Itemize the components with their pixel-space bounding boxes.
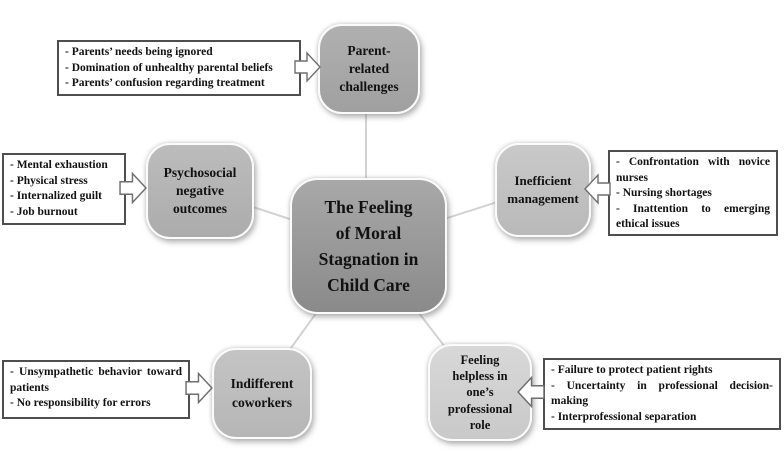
block-arrow-left-icon: [584, 173, 611, 205]
node-inefficient-management: Inefficient management: [495, 143, 591, 237]
bullet-item: - Job burnout: [10, 205, 78, 218]
node-label: Feeling helpless in one’s professional r…: [447, 352, 513, 432]
callout-feeling-helpless: - Failure to protect patient rights - Un…: [543, 358, 781, 430]
bullet-item: - Nursing shortages: [616, 187, 712, 199]
block-arrow-right-icon: [185, 371, 213, 405]
callout-parent-related-challenges: - Parents’ needs being ignored - Dominat…: [57, 40, 301, 96]
node-central-moral-stagnation: The Feeling of Moral Stagnation in Child…: [290, 178, 447, 314]
bullet-item: - Parents’ confusion regarding treatment: [65, 77, 265, 89]
bullet-item: - Interprofessional separation: [551, 410, 697, 423]
bullet-item: - Confrontation with novice nurses: [616, 156, 770, 184]
bullet-item: - Unsympathetic behavior toward patients: [10, 366, 182, 394]
bullet-item: - Internalized guilt: [10, 190, 102, 202]
callout-inefficient-management: - Confrontation with novice nurses - Nur…: [608, 150, 778, 236]
block-arrow-left-icon: [517, 375, 545, 409]
bullet-item: - Mental exhaustion: [10, 159, 108, 171]
bullet-item: - Inattention to emerging ethical issues: [616, 202, 770, 231]
node-label: Inefficient management: [507, 173, 579, 206]
node-label: Psychosocial negative outcomes: [163, 164, 237, 217]
node-label: Parent- related challenges: [339, 42, 399, 95]
bullet-item: - No responsibility for errors: [10, 397, 151, 409]
node-feeling-helpless-professional-role: Feeling helpless in one’s professional r…: [428, 344, 532, 441]
node-indifferent-coworkers: Indifferent coworkers: [212, 348, 312, 439]
bullet-item: - Uncertainty in professional decision-m…: [551, 379, 773, 408]
block-arrow-right-icon: [119, 171, 147, 205]
node-label: Indifferent coworkers: [230, 376, 294, 410]
callout-indifferent-coworkers: - Unsympathetic behavior toward patients…: [2, 360, 190, 419]
bullet-item: - Physical stress: [10, 174, 88, 187]
node-psychosocial-negative-outcomes: Psychosocial negative outcomes: [146, 143, 254, 239]
bullet-item: - Domination of unhealthy parental belie…: [65, 61, 273, 74]
node-parent-related-challenges: Parent- related challenges: [318, 24, 420, 114]
callout-psychosocial-negative-outcomes: - Mental exhaustion - Physical stress - …: [2, 153, 126, 225]
bullet-item: - Parents’ needs being ignored: [65, 46, 213, 58]
block-arrow-right-icon: [294, 51, 321, 83]
bullet-item: - Failure to protect patient rights: [551, 364, 713, 376]
central-node-label: The Feeling of Moral Stagnation in Child…: [318, 196, 419, 296]
